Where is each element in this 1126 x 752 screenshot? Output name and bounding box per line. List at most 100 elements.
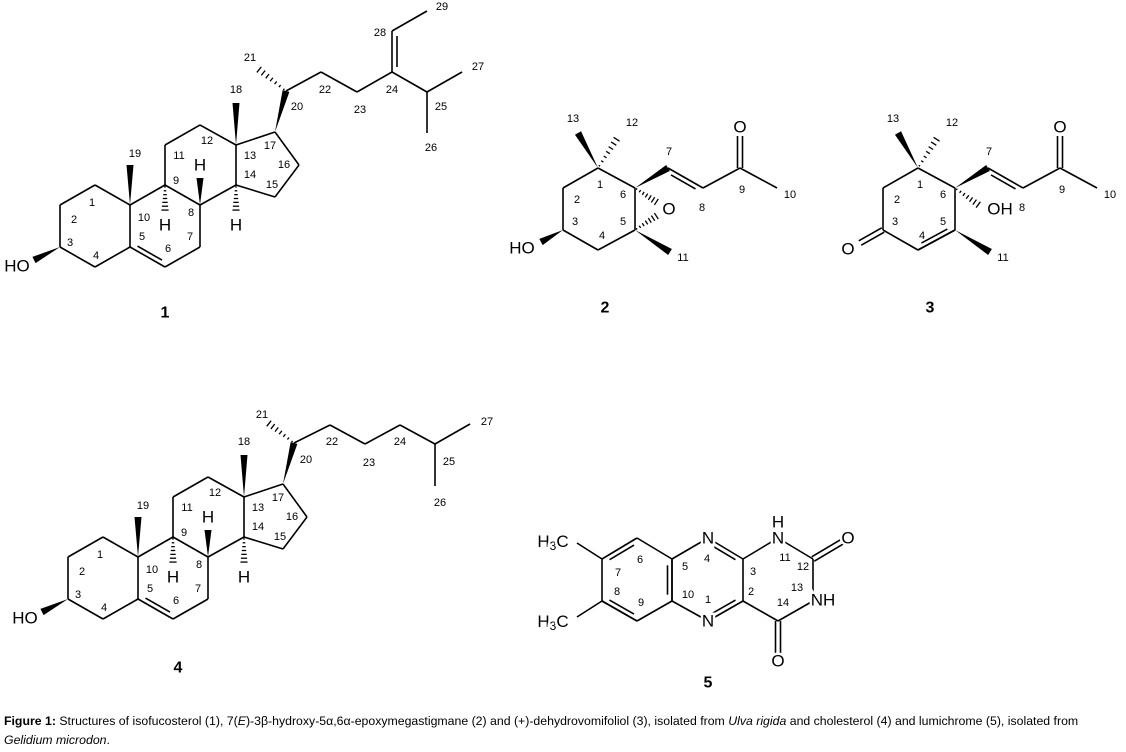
nitrogen-label: N (702, 529, 714, 548)
hash-bond (644, 193, 649, 198)
atom-number: 19 (137, 500, 149, 512)
atom-number: 27 (481, 416, 493, 428)
bond (137, 598, 174, 620)
atom-number: 7 (195, 583, 201, 595)
hash-bond (650, 196, 656, 203)
caption-text: . (106, 733, 110, 747)
wedge-bond (126, 165, 134, 205)
bond (671, 537, 709, 560)
bond (293, 424, 331, 444)
bond (356, 71, 393, 93)
atom-number: 9 (181, 527, 187, 539)
bond (399, 424, 436, 445)
atom-number: 6 (637, 554, 643, 566)
caption-text: Structures of isofucosterol (1), 7( (55, 714, 238, 728)
bond (274, 131, 300, 166)
bond (235, 131, 276, 146)
hash-bond (274, 81, 278, 85)
hash-bond (650, 215, 656, 222)
nh-label: NH (811, 591, 836, 610)
hash-bond (930, 141, 937, 146)
bond (164, 246, 201, 268)
wedge-bond (32, 247, 60, 264)
atom-number: 10 (146, 564, 158, 576)
atom-number: 11 (677, 252, 688, 264)
ketone-oxygen-label: O (841, 240, 854, 259)
hydroxyl-label: HO (509, 239, 535, 258)
bond (282, 483, 308, 518)
hash-bond (613, 136, 620, 142)
compound-number-2: 2 (601, 300, 610, 317)
atom-number: 11 (173, 150, 184, 162)
hash-bond (278, 84, 282, 88)
atom-number: 20 (291, 101, 303, 113)
epoxide-oxygen-label: O (662, 200, 675, 219)
bond (576, 600, 603, 618)
atom-number: 7 (986, 146, 992, 158)
caption-text: and cholesterol (4) and lumichrome (5), … (786, 714, 1079, 728)
wedge-bond (240, 455, 248, 497)
hash-bond (959, 190, 962, 194)
hydrogen-label: H (230, 216, 242, 235)
double-bond-line (710, 544, 736, 561)
atom-number: 22 (326, 436, 338, 448)
atom-number: 23 (354, 104, 366, 116)
atom-number: 13 (791, 582, 803, 594)
hash-bond (282, 88, 285, 91)
ketone-oxygen-label: O (1053, 118, 1066, 137)
atom-number: 10 (784, 189, 796, 201)
bond (601, 600, 638, 622)
bond (102, 536, 139, 558)
bond (274, 164, 300, 198)
atom-number: 16 (278, 159, 290, 171)
atom-number: 26 (425, 142, 437, 154)
bond (597, 229, 636, 251)
hash-bond (955, 188, 958, 191)
bond (391, 71, 428, 93)
bond (329, 424, 366, 445)
atom-number: 5 (139, 231, 145, 243)
atom-number: 2 (79, 566, 85, 578)
atom-number: 25 (435, 101, 447, 113)
atom-number: 8 (196, 559, 202, 571)
compound-4-cholesterol: 12345678910111213141516171819HOHHH202122… (10, 409, 493, 630)
hydroxyl-label: HO (4, 257, 30, 276)
methyl-h: H (537, 612, 549, 631)
atom-number: 24 (394, 436, 406, 448)
bond (742, 537, 779, 560)
figure-structures: 12345678910111213141516171819HOHHH202122… (2, 1, 1117, 692)
atom-number: 7 (187, 231, 193, 243)
hydrogen-label: H (194, 156, 206, 175)
atom-number: 21 (244, 52, 256, 64)
double-bond-line (609, 599, 635, 615)
bond (199, 184, 237, 206)
atom-number: 12 (201, 135, 213, 147)
atom-number: 13 (244, 150, 256, 162)
atom-number: 1 (89, 197, 95, 209)
wedge-bond (635, 230, 672, 255)
double-bond-line (609, 544, 635, 561)
hash-bond (608, 146, 614, 151)
bond (707, 600, 744, 622)
hash-bond (638, 225, 642, 229)
atom-number: 11 (779, 552, 790, 564)
double-bond-line (137, 245, 163, 261)
hash-bond (635, 188, 638, 191)
bond (102, 598, 139, 620)
hash-bond (933, 136, 940, 142)
bond (94, 246, 131, 268)
bond (777, 600, 814, 622)
atom-number: 4 (599, 230, 605, 242)
compound-1-isofucosterol: 12345678910111213141516171819HOHHH202122… (2, 1, 484, 278)
atom-number: 10 (682, 589, 694, 601)
hash-bond (278, 430, 283, 435)
atom-number: 22 (319, 84, 331, 96)
hydroxyl-label: HO (12, 609, 38, 628)
atom-number: 4 (704, 553, 710, 565)
atom-number: 3 (750, 566, 756, 578)
bond (882, 167, 919, 189)
hash-bond (274, 427, 279, 432)
hash-bond (641, 191, 645, 196)
